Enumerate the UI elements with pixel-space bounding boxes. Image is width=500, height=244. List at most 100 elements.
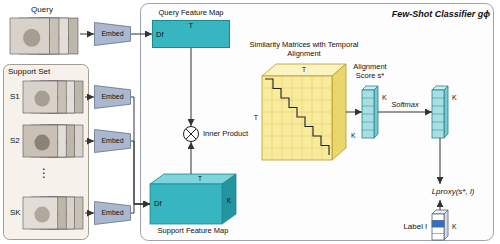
- text-holder: Inner Product: [203, 130, 248, 139]
- edge-label-holder: Softmax: [390, 101, 420, 110]
- frame-content: [34, 91, 49, 107]
- cell-line: [432, 220, 444, 221]
- text-holder: Embed: [101, 209, 123, 217]
- flow-arrow: [131, 34, 152, 35]
- prism-side: [444, 210, 448, 240]
- grid-line: [262, 124, 332, 125]
- inner-product-op-text: Inner Product: [203, 130, 248, 139]
- embed-block: Embed: [94, 22, 131, 46]
- support-clip-text: S2: [10, 136, 20, 145]
- edge-label: Softmax: [391, 101, 419, 110]
- cell-line: [432, 106, 444, 107]
- support-feature-map-text: Support Feature Map: [158, 227, 229, 236]
- support-set-box: Support SetS1S2SK: [3, 64, 89, 240]
- text-holder: S2: [10, 136, 20, 145]
- label-cell: [432, 221, 444, 228]
- text-holder: Similarity Matrices with Temporal Alignm…: [249, 41, 359, 58]
- text-holder: Df: [156, 31, 164, 40]
- support-clip: S1: [7, 80, 85, 114]
- support-feature-map-text: K: [227, 197, 231, 204]
- text-holder: Df: [154, 200, 162, 209]
- cell-line: [362, 98, 374, 99]
- prism-side: [374, 86, 378, 138]
- embed-trapezoid: [95, 130, 131, 153]
- embed-block-text: Embed: [101, 30, 123, 38]
- text-holder: K: [227, 197, 231, 204]
- label-holder: ⋮: [38, 167, 50, 181]
- cell-line: [432, 114, 444, 115]
- prism-front: [262, 76, 332, 160]
- flow-arrow: [346, 112, 362, 113]
- support-clip-text: SK: [10, 208, 21, 217]
- embed-block: Embed: [94, 201, 131, 225]
- label-vector-shape: [432, 210, 448, 240]
- softmax-vector-shape: [432, 86, 448, 138]
- label-vector-text: Label l: [403, 222, 427, 231]
- support-clip-text: S1: [10, 92, 20, 101]
- embed-block-text: Embed: [101, 137, 123, 145]
- cell-line: [432, 122, 444, 123]
- loss-term-text: Lproxy(s*, l): [432, 187, 475, 196]
- flow-arrow: [378, 112, 432, 113]
- frame-content: [23, 29, 40, 47]
- softmax-vector-text: K: [452, 94, 457, 102]
- query-feature-map: Query Feature MapDfT: [152, 20, 230, 48]
- alignment-path: [265, 79, 329, 155]
- text-holder: Embed: [101, 30, 123, 38]
- text-holder: K: [382, 94, 387, 102]
- grid-line: [322, 76, 323, 160]
- grid-line: [272, 76, 273, 160]
- support-outline: [4, 65, 89, 240]
- support-feature-map-shape: [150, 174, 236, 224]
- flow-arrow: [85, 97, 94, 98]
- text-holder: Embed: [101, 93, 123, 101]
- video-frame: [23, 197, 58, 229]
- operator-circle: [184, 127, 199, 142]
- softmax-vector: K: [432, 86, 448, 138]
- grid-line: [302, 76, 303, 160]
- support-feature-map-text: T: [198, 175, 202, 182]
- text-holder: Query: [31, 5, 53, 14]
- loss-term: Lproxy(s*, l): [416, 184, 490, 200]
- text-holder: S1: [10, 92, 20, 101]
- embed-trapezoid: [95, 23, 131, 46]
- text-holder: T: [302, 66, 306, 73]
- prism-side: [444, 86, 448, 138]
- flow-arrow: [440, 138, 441, 184]
- classifier-panel-text: Few-Shot Classifier gϕ: [392, 9, 490, 19]
- support-clip: S2: [7, 124, 85, 158]
- prism-top: [262, 64, 346, 76]
- grid-line: [292, 76, 293, 160]
- query-clip-text: Query: [31, 5, 53, 14]
- prism-top: [150, 174, 236, 184]
- text-holder: Support Set: [8, 67, 50, 76]
- text-holder: T: [254, 114, 258, 122]
- ellipsis-mark: ⋮: [38, 167, 50, 181]
- prism-side: [222, 174, 236, 224]
- frame-content: [34, 207, 49, 223]
- text-holder: Few-Shot Classifier gϕ: [392, 9, 490, 19]
- support-clip: SK: [7, 196, 85, 230]
- text-holder: Label l: [403, 222, 427, 231]
- cell-line: [432, 227, 444, 228]
- similarity-cube-text: Similarity Matrices with Temporal Alignm…: [249, 41, 359, 58]
- inner-product-op: Inner Product: [183, 126, 199, 142]
- grid-line: [262, 148, 332, 149]
- query-feature-map-text: T: [189, 22, 193, 30]
- cell-line: [362, 130, 374, 131]
- label-vector-text: K: [452, 223, 457, 231]
- query-clip: Query: [4, 4, 80, 56]
- flow-arrow: [191, 142, 192, 174]
- alignment-vector-text: K: [382, 94, 387, 102]
- text-holder: K: [452, 94, 457, 102]
- cell-line: [362, 106, 374, 107]
- text-holder: Lproxy(s*, l): [432, 187, 475, 196]
- flow-arrow: [191, 48, 192, 126]
- alignment-vector-text: Alignment Score s*: [347, 63, 393, 80]
- cell-line: [362, 122, 374, 123]
- text-holder: Alignment Score s*: [347, 63, 393, 80]
- similarity-cube-text: T: [302, 66, 306, 73]
- video-frame: [23, 125, 58, 157]
